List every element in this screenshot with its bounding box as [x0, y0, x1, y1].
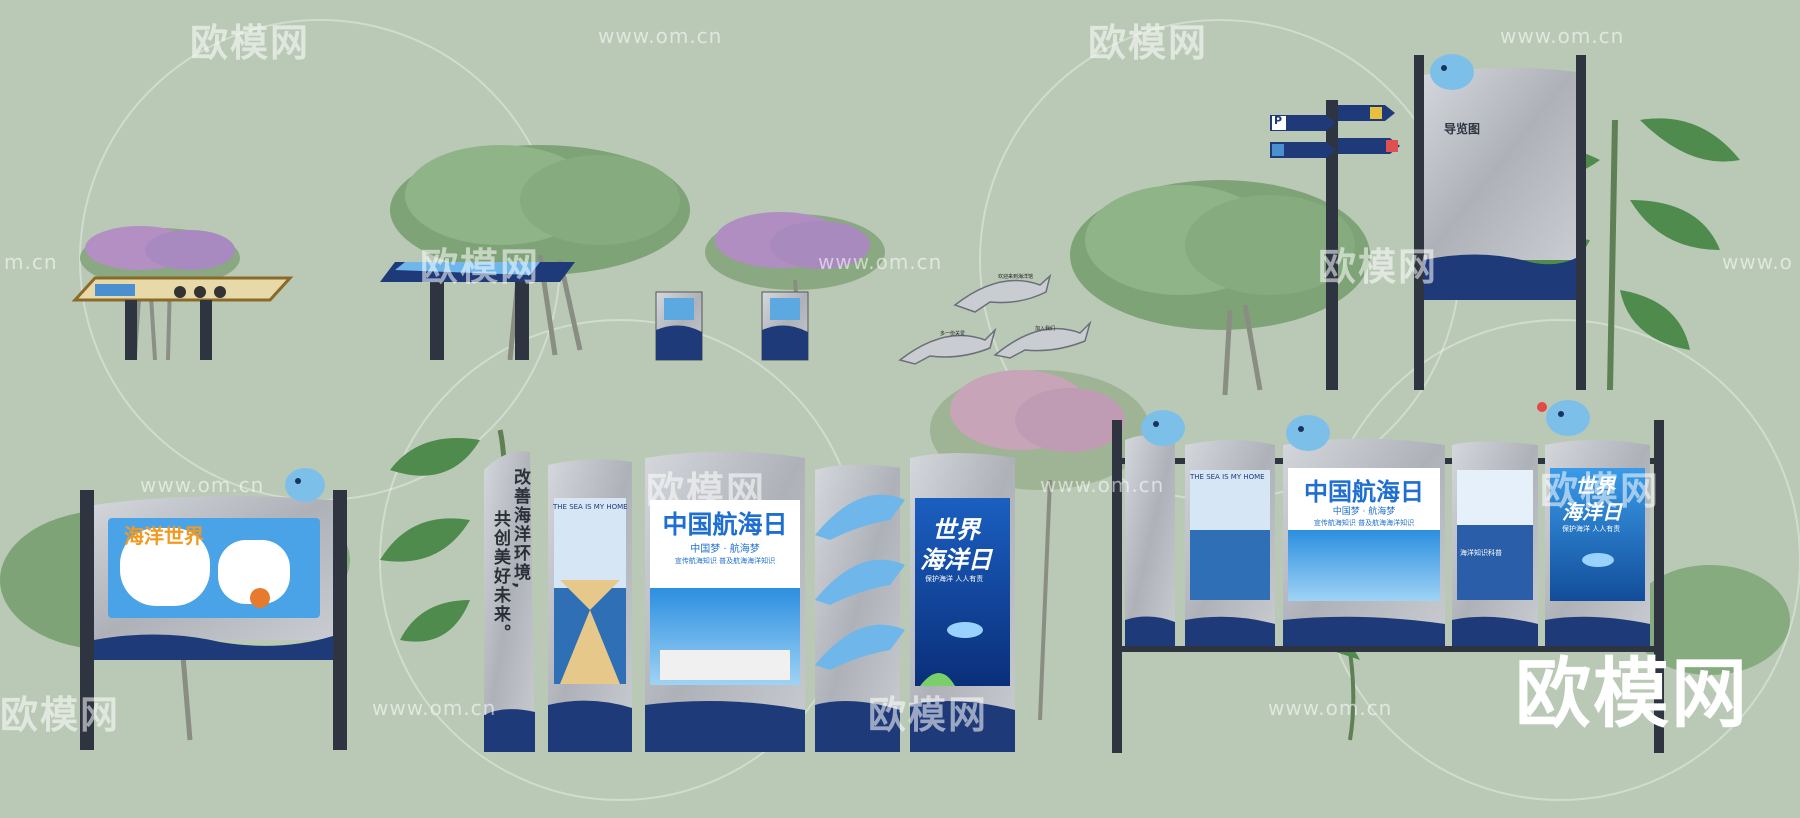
watermark-url: www.om.cn: [598, 24, 723, 48]
exhibition-frame: [1112, 400, 1664, 753]
watermark-url: www.om.cn: [1500, 24, 1625, 48]
dolphin-signs: [898, 273, 1092, 365]
directory-board: [1414, 54, 1586, 390]
slogan-line1: 改善海洋环境,: [510, 468, 530, 591]
ocean-world-title: 海洋世界: [124, 524, 204, 548]
watermark-big-brand: 欧模网: [1515, 649, 1749, 738]
watermark-url: www.om.cn: [1268, 696, 1393, 720]
poster-home-label: THE SEA IS MY HOME: [553, 503, 628, 511]
poster-home-label: THE SEA IS MY HOME: [1190, 473, 1265, 481]
watermark-partial: m.cn: [4, 250, 58, 274]
poster-ocean-day-title-1: 世界: [1575, 474, 1615, 498]
dolphin-sign-text-1: 欢迎来到海洋馆: [998, 274, 1034, 280]
watermark-brand: 欧模网: [0, 693, 121, 737]
parking-sign: P: [1274, 114, 1283, 127]
ocean-world-board: [80, 468, 347, 750]
poster-ocean-day-title-2: 海洋日: [1562, 500, 1622, 524]
poster-navigation-title: 中国航海日: [662, 510, 788, 539]
tree-large-center: [390, 145, 690, 361]
watermark-brand: 欧模网: [1088, 21, 1209, 65]
poster-navigation-sub: 中国梦 · 航海梦: [1332, 507, 1396, 517]
tree-large-right: [1070, 180, 1370, 396]
watermark-brand: 欧模网: [420, 245, 541, 289]
watermark-brand: 欧模网: [1318, 245, 1439, 289]
poster-ocean-day-title-1: 世界: [932, 516, 980, 544]
poster-ocean-day-sub: 保护海洋 人人有责: [925, 575, 984, 583]
table-sign-left: [71, 276, 294, 360]
dolphin-sign-text-2: 多一份关爱: [940, 331, 966, 337]
kiosk-pillars: [655, 291, 809, 361]
poster-ocean-day-title-2: 海洋日: [920, 546, 992, 574]
watermark-url: www.om.cn: [140, 473, 265, 497]
directory-title: 导览图: [1444, 122, 1481, 136]
watermark-url: www.om.cn: [1040, 473, 1165, 497]
watermark-partial: www.o: [1722, 250, 1793, 274]
poster-navigation-title: 中国航海日: [1304, 478, 1424, 506]
watermark-url: www.om.cn: [372, 696, 497, 720]
watermark-url: www.om.cn: [818, 250, 943, 274]
watermark-brand: 欧模网: [646, 469, 767, 513]
watermark-brand: 欧模网: [1540, 469, 1661, 513]
slogan-line2: 共创美好未来。: [490, 510, 510, 643]
culture-wall: [484, 451, 1015, 752]
table-sign-center: [380, 262, 575, 360]
ocean-knowledge-label: 海洋知识科普: [1460, 549, 1502, 557]
watermark-brand: 欧模网: [190, 21, 311, 65]
signpost: [1270, 100, 1400, 390]
poster-navigation-banner: 宣传航海知识 普及航海海洋知识: [674, 557, 776, 565]
dolphin-sign-text-3: 加入我们: [1035, 326, 1056, 332]
poster-navigation-banner: 宣传航海知识 普及航海海洋知识: [1313, 519, 1415, 527]
tree-purple-center: [705, 212, 885, 351]
poster-navigation-sub: 中国梦 · 航海梦: [690, 544, 760, 555]
watermark-brand: 欧模网: [868, 693, 989, 737]
poster-ocean-day-sub: 保护海洋 人人有责: [1562, 525, 1621, 533]
